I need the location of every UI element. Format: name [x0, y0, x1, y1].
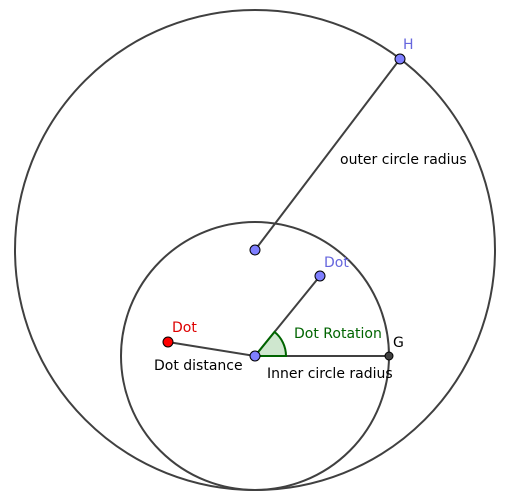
- point-g-label: G: [393, 335, 404, 351]
- dot-rotation-angle-marker[interactable]: [252, 330, 288, 357]
- point-h[interactable]: [394, 53, 406, 65]
- dot-distance-segment[interactable]: [167, 341, 256, 357]
- dot-rotation-label: Dot Rotation: [294, 326, 382, 342]
- dot-distance-label: Dot distance: [154, 358, 243, 374]
- point-dot-red-label: Dot: [172, 320, 197, 336]
- point-h-label: H: [403, 37, 414, 53]
- inner-circle-radius-label: Inner circle radius: [267, 366, 393, 382]
- point-g[interactable]: [384, 351, 394, 361]
- inner-center-point[interactable]: [249, 350, 261, 362]
- outer-center-point[interactable]: [249, 244, 261, 256]
- point-dot-blue[interactable]: [314, 270, 326, 282]
- outer-radius-segment[interactable]: [254, 58, 401, 251]
- outer-circle-radius-label: outer circle radius: [340, 152, 467, 168]
- point-dot-red[interactable]: [162, 336, 174, 348]
- point-dot-blue-label: Dot: [324, 255, 349, 271]
